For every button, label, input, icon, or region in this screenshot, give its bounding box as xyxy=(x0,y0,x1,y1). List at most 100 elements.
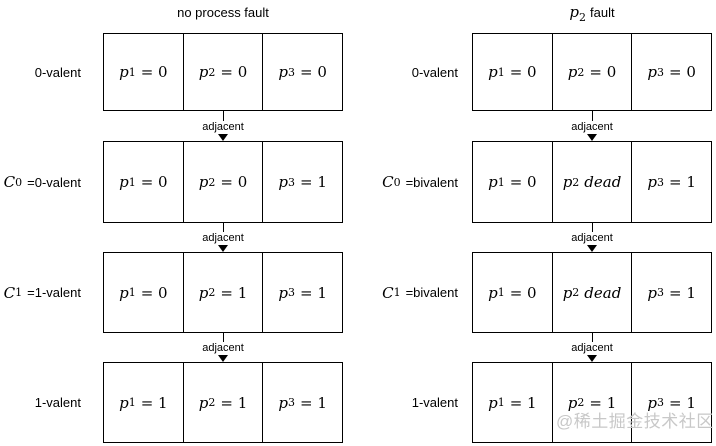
adjacent-label: adjacent xyxy=(202,121,244,133)
process-var: p xyxy=(198,393,209,412)
process-sub: 1 xyxy=(497,65,505,79)
process-var: p xyxy=(488,173,498,191)
label-text: =1-valent xyxy=(27,285,81,300)
connector-line xyxy=(222,223,224,232)
connector-line xyxy=(222,111,224,121)
process-var: p xyxy=(647,63,658,81)
process-value: = 1 xyxy=(140,393,168,412)
process-sub: 1 xyxy=(128,65,136,79)
label-text: =bivalent xyxy=(405,174,458,190)
process-sub: 1 xyxy=(128,396,136,409)
process-sub: 3 xyxy=(288,396,296,409)
process-value: = 0 xyxy=(220,173,248,191)
label-text: 1-valent xyxy=(411,395,458,410)
process-value: = 1 xyxy=(300,393,327,412)
process-value: = 1 xyxy=(589,393,617,412)
process-value: = 0 xyxy=(589,63,617,81)
process-value: = 0 xyxy=(509,283,537,302)
process-var: p xyxy=(488,283,498,302)
label-math-sub: 1 xyxy=(393,286,401,299)
process-var: p xyxy=(488,63,498,81)
adjacent-connector: adjacent xyxy=(183,333,263,362)
process-value: = 0 xyxy=(140,173,168,191)
label-text: =bivalent xyxy=(405,285,458,300)
process-var: p xyxy=(647,393,658,412)
process-value: = 0 xyxy=(669,63,696,81)
process-value: = 1 xyxy=(669,393,696,412)
process-var: p xyxy=(278,393,289,412)
row-label: 0-valent xyxy=(0,33,81,111)
adjacent-connector: adjacent xyxy=(183,223,263,252)
process-var: p xyxy=(198,173,209,191)
process-value: = 1 xyxy=(300,173,327,191)
process-value: = 0 xyxy=(509,63,537,81)
row-label: 0-valent xyxy=(348,33,458,111)
process-sub: 1 xyxy=(497,175,505,189)
process-var: p xyxy=(488,393,498,412)
process-sub: 1 xyxy=(128,175,136,189)
process-sub: 2 xyxy=(572,286,580,299)
connector-line xyxy=(591,111,593,121)
process-value: = 0 xyxy=(220,63,248,81)
watermark: @稀土掘金技术社区 xyxy=(556,412,714,431)
process-var: p xyxy=(567,63,578,81)
process-var: p xyxy=(198,283,209,302)
row-label: 1-valent xyxy=(0,362,81,443)
process-sub: 2 xyxy=(208,396,216,409)
connector-line xyxy=(222,333,224,342)
arrow-down-icon xyxy=(587,245,597,252)
process-var: p xyxy=(278,173,289,191)
process-value: = 0 xyxy=(140,63,168,81)
adjacent-label: adjacent xyxy=(202,342,244,354)
process-sub: 2 xyxy=(208,175,216,189)
process-var: p xyxy=(119,63,129,81)
process-var: p xyxy=(562,173,573,191)
label-text: 0-valent xyxy=(34,64,81,80)
column-title-left: no process fault xyxy=(103,4,343,26)
process-value: = 1 xyxy=(669,283,696,302)
label-math-sub: 0 xyxy=(393,175,401,189)
label-text: 1-valent xyxy=(34,395,81,410)
label-math-var: C xyxy=(382,173,394,191)
process-value: = 1 xyxy=(220,283,248,302)
label-math-sub: 1 xyxy=(15,286,23,299)
process-value: = 1 xyxy=(669,173,696,191)
process-sub: 2 xyxy=(208,286,216,299)
label-text: 0-valent xyxy=(411,64,458,80)
process-var: p xyxy=(647,173,658,191)
label-math-var: C xyxy=(3,283,16,302)
label-text: =0-valent xyxy=(27,174,81,190)
process-sub: 3 xyxy=(657,396,665,409)
row-label: 1-valent xyxy=(348,362,458,443)
process-var: p xyxy=(562,283,573,302)
arrow-down-icon xyxy=(587,355,597,362)
title-text: no process fault xyxy=(177,5,269,20)
process-value: = 1 xyxy=(300,283,327,302)
label-math-var: C xyxy=(382,283,394,302)
process-sub: 3 xyxy=(657,286,665,299)
